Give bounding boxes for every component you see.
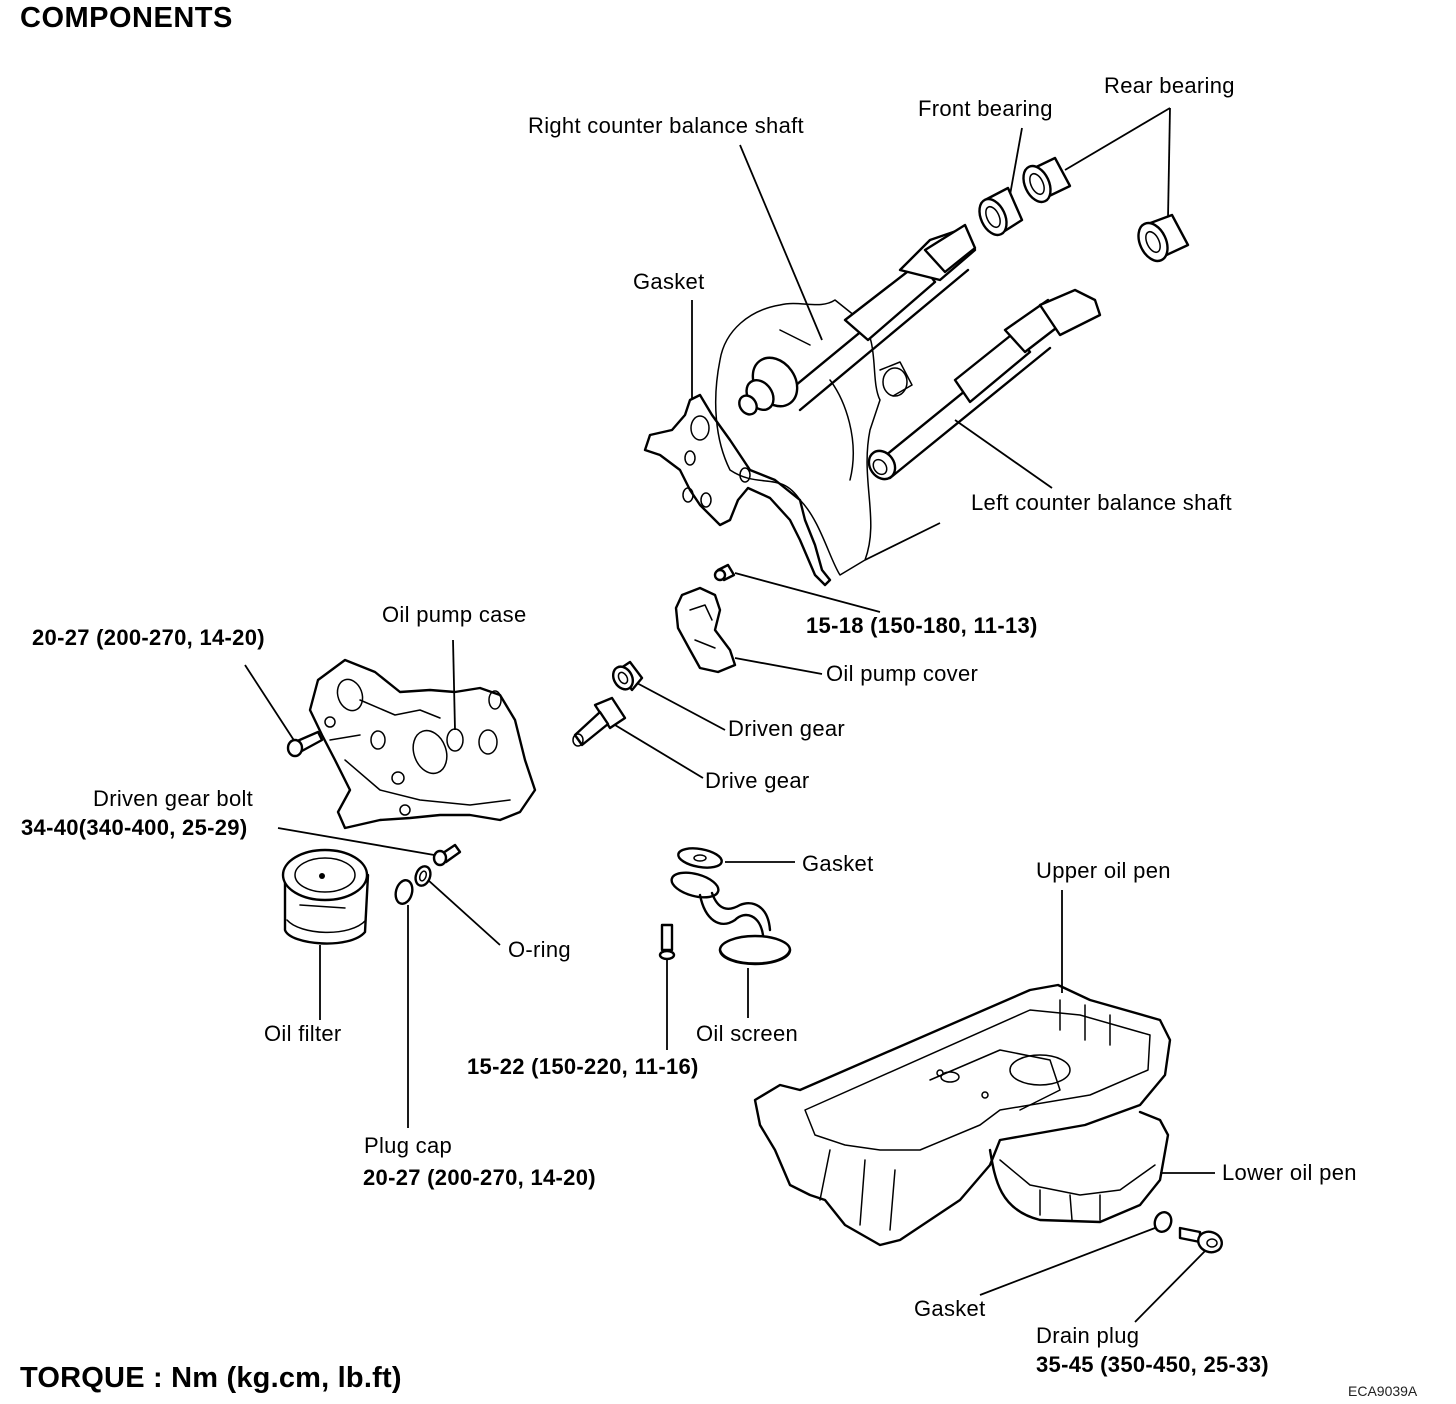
drive-gear-drawing xyxy=(572,696,627,747)
leader-gasket-drain xyxy=(979,1227,1156,1296)
label-oil-pump-case: Oil pump case xyxy=(382,602,527,627)
gasket-oil-screen-drawing xyxy=(677,847,723,869)
torque-driven-gear-bolt: 34-40(340-400, 25-29) xyxy=(21,815,248,840)
upper-oil-pan-drawing xyxy=(753,983,1172,1247)
oil-pump-cover-drawing xyxy=(674,563,737,674)
leader-cover-bolt xyxy=(734,572,881,613)
label-right-counter-balance-shaft: Right counter balance shaft xyxy=(528,113,804,138)
plug-cap-drawing xyxy=(394,879,414,905)
label-o-ring: O-ring xyxy=(508,937,571,962)
oil-pump-case-bolt-drawing xyxy=(286,730,324,758)
label-gasket-oil-screen: Gasket xyxy=(802,851,874,876)
leader-o-ring xyxy=(427,879,501,946)
lower-oil-pan-drawing xyxy=(988,1110,1170,1224)
label-oil-pump-cover: Oil pump cover xyxy=(826,661,979,686)
label-rear-bearing: Rear bearing xyxy=(1104,73,1235,98)
leader-pump-case-bolt xyxy=(244,664,298,746)
leader-drain-plug xyxy=(1134,1247,1209,1323)
torque-oil-pump-cover-bolt: 15-18 (150-180, 11-13) xyxy=(806,613,1038,638)
label-drive-gear: Drive gear xyxy=(705,768,810,793)
torque-oil-screen-bolt: 15-22 (150-220, 11-16) xyxy=(467,1054,699,1079)
drain-gasket-drawing xyxy=(1153,1211,1173,1233)
label-oil-filter: Oil filter xyxy=(264,1021,342,1046)
label-gasket-drain: Gasket xyxy=(914,1296,986,1321)
label-oil-screen: Oil screen xyxy=(696,1021,799,1046)
torque-plug-cap: 20-27 (200-270, 14-20) xyxy=(363,1165,596,1190)
leader-left-shaft xyxy=(954,419,1053,489)
label-driven-gear: Driven gear xyxy=(728,716,846,741)
o-ring-drawing xyxy=(414,865,432,887)
leader-front-bearing xyxy=(1009,127,1023,196)
leader-driven-gear xyxy=(634,681,726,731)
oil-filter-drawing xyxy=(281,848,370,945)
leader-driven-gear-bolt xyxy=(277,827,441,857)
leader-drive-gear xyxy=(614,724,704,779)
label-upper-oil-pan: Upper oil pen xyxy=(1036,858,1171,883)
drain-plug-drawing xyxy=(1178,1226,1223,1254)
label-plug-cap: Plug cap xyxy=(364,1133,453,1158)
label-gasket-front-case: Gasket xyxy=(633,269,705,294)
leader-block-edge xyxy=(864,522,941,561)
oil-pump-case-drawing xyxy=(308,658,537,830)
front-bearing-drawing xyxy=(978,186,1024,237)
leader-pump-cover xyxy=(734,657,823,675)
label-front-bearing: Front bearing xyxy=(918,96,1053,121)
page-title: COMPONENTS xyxy=(20,2,233,34)
leader-right-shaft xyxy=(739,144,823,341)
oil-screen-drawing xyxy=(670,871,792,966)
label-drain-plug: Drain plug xyxy=(1036,1323,1140,1348)
rear-bearing-upper-drawing xyxy=(1022,156,1072,204)
leader-rear-bearing-a xyxy=(1064,107,1171,171)
label-driven-gear-bolt: Driven gear bolt xyxy=(93,786,254,811)
torque-oil-pump-case-bolt: 20-27 (200-270, 14-20) xyxy=(32,625,265,650)
leader-rear-bearing-b xyxy=(1167,107,1171,219)
rear-bearing-lower-drawing xyxy=(1137,213,1190,263)
driven-gear-bolt-drawing xyxy=(432,843,462,867)
label-left-counter-balance-shaft: Left counter balance shaft xyxy=(971,490,1232,515)
left-counter-balance-shaft-drawing xyxy=(867,288,1102,481)
label-lower-oil-pan: Lower oil pen xyxy=(1222,1160,1357,1185)
torque-units-legend: TORQUE : Nm (kg.cm, lb.ft) xyxy=(20,1362,402,1394)
leader-pump-case xyxy=(452,639,456,731)
oil-screen-bolt-drawing xyxy=(658,923,676,961)
gasket-front-case-drawing xyxy=(643,393,832,587)
figure-code: ECA9039A xyxy=(1348,1383,1418,1399)
leader-lines xyxy=(244,107,1215,1323)
front-case-drawing xyxy=(714,299,913,576)
driven-gear-drawing xyxy=(611,660,644,692)
torque-drain-plug: 35-45 (350-450, 25-33) xyxy=(1036,1352,1269,1377)
right-counter-balance-shaft-drawing xyxy=(738,223,977,416)
